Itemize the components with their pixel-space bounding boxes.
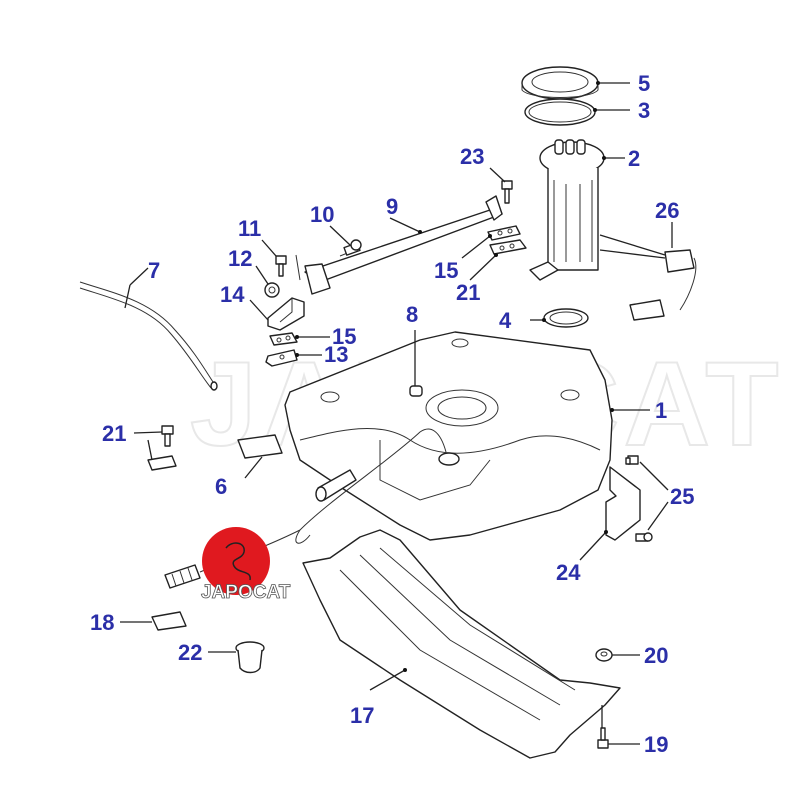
part-9-tank-strap[interactable] xyxy=(295,195,503,295)
callout-24[interactable]: 24 xyxy=(556,560,581,585)
callout-1[interactable]: 1 xyxy=(655,398,667,423)
part-19-nut[interactable] xyxy=(595,648,613,662)
callout-10[interactable]: 10 xyxy=(310,202,334,227)
harness-connector[interactable] xyxy=(164,564,201,589)
part-26-level-sender[interactable] xyxy=(629,249,697,321)
part-6-insulation-pad[interactable] xyxy=(237,434,283,459)
part-17-clip[interactable] xyxy=(151,611,187,631)
part-24-bracket[interactable] xyxy=(605,466,641,541)
part-3-seal-ring[interactable] xyxy=(524,98,596,126)
part-13-shim[interactable] xyxy=(265,349,298,367)
part-12-nut[interactable] xyxy=(264,282,280,298)
callout-5[interactable]: 5 xyxy=(638,71,650,96)
part-10-bolt[interactable] xyxy=(343,239,362,256)
part-15-pad-left[interactable] xyxy=(269,332,298,346)
callout-labels: 5 3 2 26 4 1 8 9 10 11 12 14 15 13 15 21… xyxy=(90,71,694,757)
callout-17[interactable]: 18 xyxy=(90,610,114,635)
callout-3[interactable]: 3 xyxy=(638,98,650,123)
callout-2[interactable]: 2 xyxy=(628,146,640,171)
logo-red-circle xyxy=(202,527,270,595)
part-14-bracket[interactable] xyxy=(267,297,305,331)
callout-7[interactable]: 7 xyxy=(148,258,160,283)
callout-19[interactable]: 20 xyxy=(644,643,668,668)
japocat-logo: JAPOCAT xyxy=(201,527,291,603)
callout-16[interactable]: 17 xyxy=(350,703,374,728)
callout-4[interactable]: 4 xyxy=(499,308,512,333)
part-20-clip[interactable] xyxy=(147,455,177,471)
part-22-grommet[interactable] xyxy=(235,641,265,674)
logo-emblem-icon xyxy=(225,542,251,581)
callout-25[interactable]: 25 xyxy=(670,484,694,509)
callout-21[interactable]: 21 xyxy=(456,280,480,305)
part-15-pad-right[interactable] xyxy=(487,225,521,241)
callout-26[interactable]: 26 xyxy=(655,198,679,223)
callout-18[interactable]: 19 xyxy=(644,732,668,757)
callout-23[interactable]: 23 xyxy=(460,144,484,169)
callout-9[interactable]: 9 xyxy=(386,194,398,219)
part-4-gasket[interactable] xyxy=(543,308,589,328)
part-21-shim[interactable] xyxy=(489,239,527,255)
part-20-bolt[interactable] xyxy=(161,425,174,447)
part-11-bolt[interactable] xyxy=(275,255,287,277)
callout-6[interactable]: 6 xyxy=(215,474,227,499)
callout-13[interactable]: 13 xyxy=(324,342,348,367)
part-1-fuel-tank[interactable] xyxy=(284,331,613,541)
callout-15-right[interactable]: 15 xyxy=(434,258,458,283)
part-7-hose[interactable] xyxy=(79,281,218,391)
part-25-bolt-lower[interactable] xyxy=(635,532,653,542)
callout-12[interactable]: 12 xyxy=(228,246,252,271)
part-8-vent-valve[interactable] xyxy=(409,385,423,397)
callout-20[interactable]: 21 xyxy=(102,421,126,446)
part-25-bolt-upper[interactable] xyxy=(625,455,639,465)
part-23-bolt[interactable] xyxy=(501,180,513,204)
part-16-heat-shield[interactable] xyxy=(302,529,621,759)
leader-lines xyxy=(120,81,673,745)
callout-15-left[interactable]: 15 xyxy=(332,324,356,349)
callout-14[interactable]: 14 xyxy=(220,282,245,307)
logo-text: JAPOCAT xyxy=(201,582,291,603)
callout-11[interactable]: 11 xyxy=(238,216,261,241)
part-5-locking-ring[interactable] xyxy=(521,66,599,100)
callout-8[interactable]: 8 xyxy=(406,302,418,327)
part-2-fuel-pump[interactable] xyxy=(529,139,605,281)
part-18-bolt[interactable] xyxy=(597,727,609,749)
callout-22[interactable]: 22 xyxy=(178,640,202,665)
